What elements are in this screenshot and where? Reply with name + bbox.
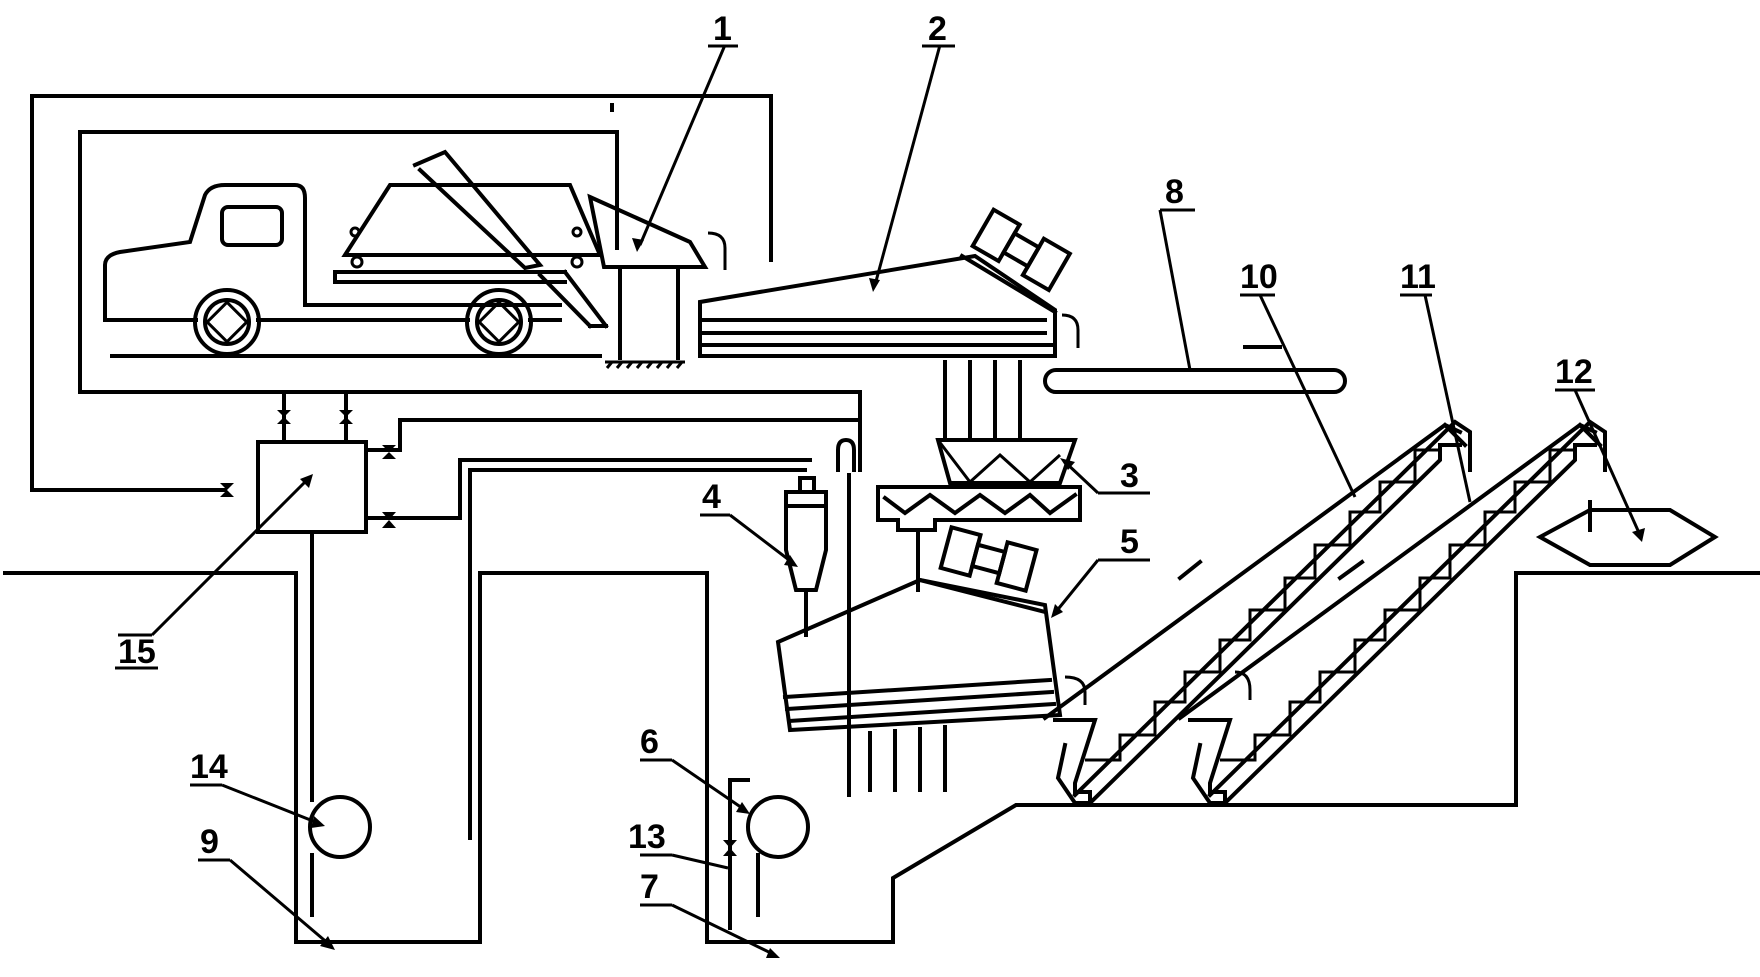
- pump-14: [308, 795, 372, 859]
- label-9: 9: [200, 823, 219, 861]
- label-2: 2: [928, 10, 947, 48]
- label-15: 15: [118, 633, 156, 671]
- piping: [282, 390, 862, 930]
- leader-lines: [118, 44, 1645, 958]
- upper-vibrating-screen: [698, 206, 1080, 442]
- label-11: 11: [1400, 258, 1436, 296]
- screw-sand-washer: [876, 438, 1082, 592]
- shed-frame: [30, 94, 862, 492]
- hydrocyclone: [784, 476, 828, 637]
- valves: [220, 410, 737, 856]
- label-10: 10: [1240, 258, 1278, 296]
- bucket-elevator-11: [1177, 419, 1607, 806]
- belt-conveyor: [1043, 345, 1347, 394]
- label-8: 8: [1165, 173, 1184, 211]
- skip-loader-truck: [103, 149, 685, 369]
- label-6: 6: [640, 723, 659, 761]
- label-5: 5: [1120, 523, 1139, 561]
- lower-dewatering-screen: [775, 524, 1087, 792]
- label-7: 7: [640, 868, 659, 906]
- label-1: 1: [713, 10, 732, 48]
- label-12: 12: [1555, 353, 1593, 391]
- water-distribution-box: [256, 440, 368, 534]
- ground-line: [3, 571, 1760, 944]
- label-13: 13: [628, 818, 666, 856]
- storage-bin: [1535, 500, 1719, 567]
- label-14: 14: [190, 748, 228, 786]
- bucket-elevator-10: [1042, 419, 1472, 806]
- label-4: 4: [702, 478, 721, 516]
- feed-hopper: [587, 193, 773, 360]
- labels: 1 2 8 3 4 5 10 11 12 6 13 7 14 9 15: [115, 10, 1593, 906]
- label-3: 3: [1120, 457, 1139, 495]
- pump-6: [746, 795, 810, 859]
